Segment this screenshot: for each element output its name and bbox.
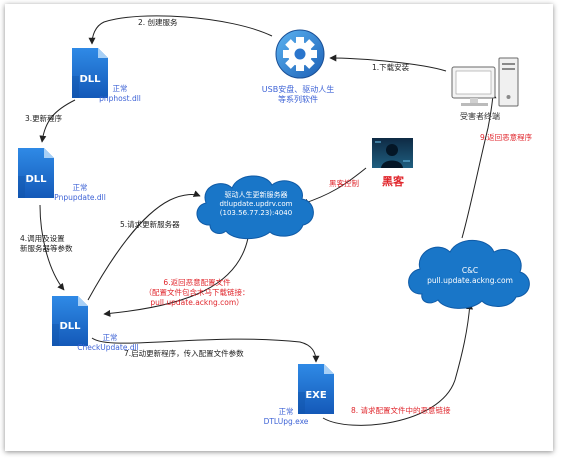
- hacker-control-label: 黑客控制: [329, 178, 359, 188]
- gear-icon: [275, 29, 325, 79]
- exe-file-icon: [298, 364, 334, 414]
- arrow-step-8: [322, 302, 474, 426]
- dll1-status: 正常: [113, 84, 128, 93]
- installer-label-line1: USB安盘、驱动人生: [262, 84, 334, 94]
- exe-badge: EXE: [305, 390, 327, 401]
- arrow-step-3: [39, 99, 76, 143]
- dll3-filename: CheckUpdate.dll: [77, 343, 139, 352]
- update-server-ip: (103.56.77.23):4040: [220, 209, 292, 217]
- arrow-step-9: [461, 91, 497, 239]
- dll3-badge: DLL: [59, 321, 81, 332]
- step-6-label-line1: 6.返回恶意配置文件: [163, 277, 231, 287]
- hacker-image: [372, 138, 413, 168]
- dll1-badge: DLL: [79, 74, 101, 85]
- step-8-label: 8. 请求配置文件中的恶意链接: [351, 405, 451, 415]
- dll-file-icon: [18, 148, 54, 198]
- arrow-step-2: [88, 15, 273, 45]
- update-server-name: 驱动人生更新服务器: [225, 190, 288, 199]
- cnc-cloud: [408, 239, 530, 309]
- update-server-domain: dtlupdate.updrv.com: [220, 200, 293, 208]
- update-server-cloud: [196, 175, 314, 240]
- hacker-label: 黑客: [382, 174, 405, 188]
- arrow-step-6: [103, 237, 249, 317]
- computer-icon: [451, 57, 519, 107]
- cnc-title: C&C: [462, 266, 478, 275]
- dll2-status: 正常: [73, 183, 88, 192]
- installer-label-line2: 等系列软件: [278, 94, 318, 104]
- arrow-step-1: [329, 54, 447, 72]
- exe-status: 正常: [279, 407, 294, 416]
- arrow-step-5: [87, 190, 201, 301]
- step-6-label-line3: pull.update.ackng.com）: [150, 298, 243, 307]
- dll1-filename: pnphost.dll: [99, 94, 141, 103]
- step-6-label-line2: （配置文件包含木马下载链接：: [145, 287, 250, 297]
- dll3-status: 正常: [103, 333, 118, 342]
- step-4-label-line2: 新服务器等参数: [20, 243, 73, 253]
- step-1-label: 1.下载安装: [372, 62, 410, 72]
- exe-filename: DTLUpg.exe: [264, 417, 309, 426]
- step-5-label: 5.请求更新服务器: [120, 219, 180, 229]
- step-3-label: 3.更新程序: [25, 113, 63, 123]
- arrow-step-7: [91, 337, 320, 363]
- dll2-badge: DLL: [25, 174, 47, 185]
- dll-file-icon: [72, 48, 108, 98]
- step-9-label: 9.返回恶意程序: [480, 132, 533, 142]
- step-4-label-line1: 4.调用及设置: [20, 233, 65, 243]
- step-7-label: 7.启动更新程序，传入配置文件参数: [124, 348, 244, 358]
- arrow-step-4: [39, 204, 65, 291]
- step-2-label: 2. 创建服务: [138, 17, 178, 27]
- cnc-domain: pull.update.ackng.com: [427, 276, 513, 285]
- arrow-hacker-control: [301, 167, 367, 206]
- victim-label: 受害者终端: [460, 111, 500, 121]
- dll-file-icon: [52, 296, 88, 346]
- dll2-filename: Pnpupdate.dll: [54, 193, 106, 202]
